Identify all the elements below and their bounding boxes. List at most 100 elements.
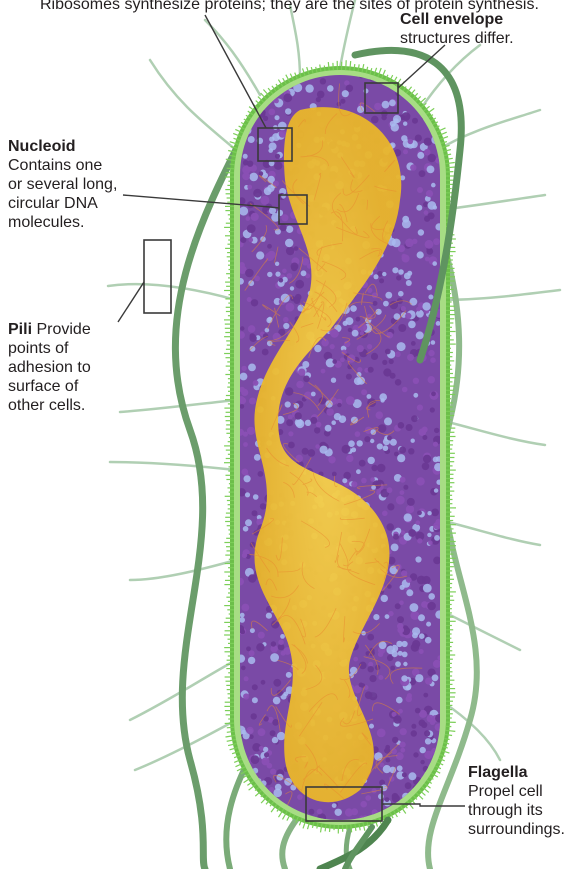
ribosome (288, 415, 293, 420)
ribosome (430, 357, 436, 363)
ribosome (428, 541, 433, 546)
ribosome (424, 210, 429, 215)
cell-envelope-body: structures differ. (400, 29, 580, 48)
ribosome (268, 251, 276, 259)
ribosome (270, 769, 276, 775)
ribosome (412, 632, 418, 638)
ribosome (251, 813, 256, 818)
ribosome (373, 301, 378, 306)
ribosome (286, 303, 295, 312)
ribosome (249, 650, 255, 656)
ribosome (378, 675, 383, 680)
ribosome (250, 542, 256, 548)
ribosome (367, 344, 372, 349)
ribosome (402, 387, 408, 393)
ribosome (303, 376, 310, 383)
ribosome (242, 808, 249, 815)
ribosome (434, 535, 440, 541)
ribosome (396, 752, 404, 760)
ribosome (400, 728, 407, 735)
ribosome (356, 317, 361, 322)
ribosome (251, 755, 260, 764)
ribosome (360, 801, 367, 808)
ribosome (433, 660, 441, 668)
ribosome (346, 455, 353, 462)
ribosome (369, 724, 374, 729)
ribosome (280, 224, 287, 231)
ribosome (377, 729, 386, 738)
ribosome (402, 219, 411, 228)
pili-leader (118, 282, 144, 322)
ribosome (378, 794, 384, 800)
ribosome (411, 724, 416, 729)
ribosome (420, 812, 424, 816)
ribosome (351, 481, 357, 487)
ribosome (383, 301, 389, 307)
ribosome (357, 372, 362, 377)
ribosome (411, 415, 418, 422)
ribosome (256, 251, 264, 259)
ribosome (434, 428, 439, 433)
cell-envelope-title: Cell envelope (400, 10, 580, 29)
ribosome (433, 557, 441, 565)
ribosome (242, 604, 250, 612)
ribosome (339, 415, 347, 423)
ribosome (249, 173, 258, 182)
ribosome (272, 737, 278, 743)
ribosome (417, 187, 423, 193)
envelope-hair (227, 727, 235, 728)
ribosome (275, 784, 282, 791)
ribosome (425, 738, 431, 744)
ribosome (387, 503, 394, 510)
ribosome (422, 463, 430, 471)
ribosome (404, 273, 411, 280)
ribosome (279, 278, 284, 283)
ribosome (402, 772, 407, 777)
ribosome (253, 811, 258, 816)
ribosome (285, 387, 293, 395)
ribosome (378, 424, 387, 433)
cell-envelope-label: Cell envelope structures differ. (400, 10, 580, 48)
ribosome (400, 490, 405, 495)
ribosome (240, 237, 246, 243)
ribosome (238, 107, 246, 115)
flagella-label: Flagella Propel cell through its surroun… (468, 763, 583, 839)
ribosome (280, 634, 285, 639)
ribosome (290, 286, 294, 290)
ribosome (382, 511, 388, 517)
ribosome (342, 478, 347, 483)
pili-body-line-4: other cells. (8, 396, 138, 415)
ribosome (412, 118, 418, 124)
ribosome (396, 697, 403, 704)
ribosome (385, 797, 390, 802)
ribosome (401, 306, 406, 311)
ribosome (242, 172, 250, 180)
ribosome (424, 751, 432, 759)
ribosome (411, 643, 419, 651)
flagella-title: Flagella (468, 763, 583, 782)
ribosome (411, 730, 417, 736)
ribosome (295, 455, 303, 463)
ribosome (240, 326, 244, 330)
ribosome (419, 170, 426, 177)
ribosome (433, 442, 438, 447)
ribosome (397, 627, 404, 634)
envelope-hair (227, 168, 235, 169)
ribosome (248, 364, 256, 372)
ribosome (273, 697, 281, 705)
ribosome (353, 657, 358, 662)
ribosome (385, 349, 391, 355)
ribosome (382, 272, 386, 276)
ribosome (419, 633, 425, 639)
ribosome (427, 166, 435, 174)
ribosome (382, 101, 390, 109)
ribosome (249, 238, 254, 243)
ribosome (288, 431, 293, 436)
ribosome (301, 270, 307, 276)
ribosome (360, 331, 364, 335)
ribosome (243, 526, 249, 532)
nucleoid-label: Nucleoid Contains one or several long, c… (8, 137, 158, 232)
ribosome (273, 679, 281, 687)
ribosome (359, 460, 366, 467)
ribosome (379, 278, 384, 283)
